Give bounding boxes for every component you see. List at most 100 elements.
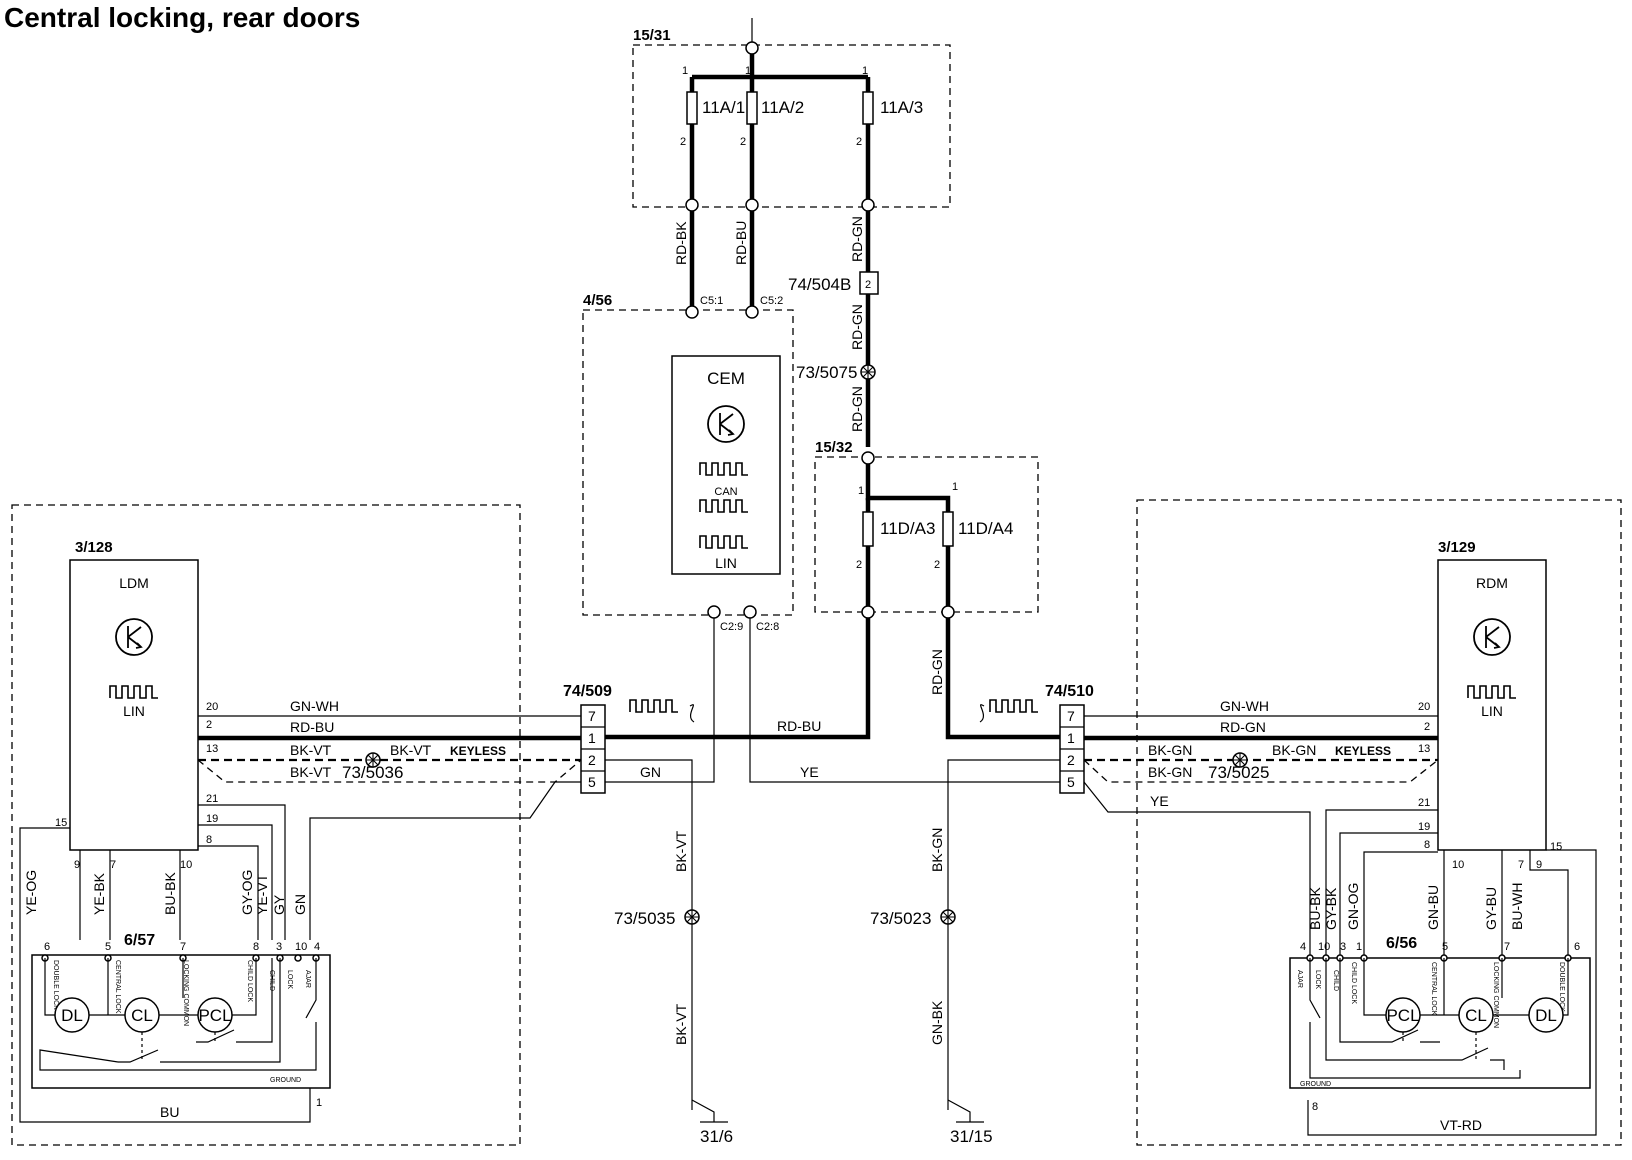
svg-text:RD-GN: RD-GN xyxy=(849,304,865,350)
svg-text:RDM: RDM xyxy=(1476,575,1508,591)
splice-73-5035: 73/5035 xyxy=(614,909,700,928)
svg-text:CENTRAL LOCK: CENTRAL LOCK xyxy=(114,960,121,1014)
svg-text:2: 2 xyxy=(1067,752,1075,768)
lin-signal-icon-right xyxy=(989,699,1039,713)
svg-text:BU-WH: BU-WH xyxy=(1509,883,1525,930)
svg-text:74/510: 74/510 xyxy=(1045,683,1094,700)
cem-transistor-icon xyxy=(707,405,745,443)
svg-text:BU-BK: BU-BK xyxy=(1307,887,1323,930)
svg-text:2: 2 xyxy=(934,559,940,571)
svg-text:YE-OG: YE-OG xyxy=(23,870,39,915)
svg-text:73/5036: 73/5036 xyxy=(342,763,403,782)
svg-text:LOCK: LOCK xyxy=(1314,970,1321,989)
svg-text:9: 9 xyxy=(1536,859,1542,871)
fuse-11a-2: 11A/2 1 2 xyxy=(740,65,804,205)
svg-text:C5:1: C5:1 xyxy=(700,295,723,307)
svg-text:CHILD LOCK: CHILD LOCK xyxy=(246,960,253,1002)
svg-text:74/504B: 74/504B xyxy=(788,275,851,294)
svg-text:3/128: 3/128 xyxy=(75,539,113,556)
svg-text:2: 2 xyxy=(865,279,871,291)
ground-31-6: 31/6 xyxy=(700,1127,733,1146)
svg-text:GN-WH: GN-WH xyxy=(1220,698,1269,714)
svg-text:21: 21 xyxy=(206,793,218,805)
svg-text:8: 8 xyxy=(253,941,259,953)
fusebox-15-31: 15/31 11A/1 1 2 11A/2 1 2 11A/3 1 2 xyxy=(632,18,951,212)
svg-text:7: 7 xyxy=(110,859,116,871)
svg-text:GY-BU: GY-BU xyxy=(1483,887,1499,930)
svg-text:LIN: LIN xyxy=(1481,703,1503,719)
svg-text:GN: GN xyxy=(292,894,308,915)
svg-text:AJAR: AJAR xyxy=(304,970,311,988)
splice-73-5023: 73/5023 xyxy=(870,909,956,928)
svg-text:LDM: LDM xyxy=(119,575,149,591)
svg-text:19: 19 xyxy=(206,813,218,825)
svg-text:BK-GN: BK-GN xyxy=(1272,742,1316,758)
svg-text:C2:9: C2:9 xyxy=(720,621,743,633)
svg-text:YE: YE xyxy=(800,764,819,780)
svg-text:15: 15 xyxy=(55,817,67,829)
svg-text:73/5075: 73/5075 xyxy=(796,363,857,382)
svg-text:4: 4 xyxy=(1300,941,1306,953)
svg-text:DL: DL xyxy=(61,1006,83,1025)
svg-text:6/56: 6/56 xyxy=(1386,935,1417,952)
svg-text:BK-VT: BK-VT xyxy=(290,764,332,780)
fusebox-15-32: 15/32 11D/A3 11D/A4 1 1 2 2 xyxy=(814,439,1039,619)
svg-text:BK-GN: BK-GN xyxy=(1148,764,1192,780)
wire-vt-rd xyxy=(1307,849,1597,1136)
svg-text:5: 5 xyxy=(588,774,596,790)
cl-motor-right: CL xyxy=(1458,997,1494,1033)
svg-text:6/57: 6/57 xyxy=(124,932,155,949)
svg-text:VT-RD: VT-RD xyxy=(1440,1117,1482,1133)
svg-text:19: 19 xyxy=(1418,821,1430,833)
wire-bk-gn-ground xyxy=(947,759,1060,1110)
connector-74-509: 74/509 7 1 2 5 xyxy=(563,683,612,794)
lin-signal-icon-left xyxy=(629,699,679,713)
svg-text:CL: CL xyxy=(131,1006,153,1025)
svg-text:LOCK: LOCK xyxy=(286,970,293,989)
svg-text:7: 7 xyxy=(1518,859,1524,871)
wire-bu-left xyxy=(19,827,311,1123)
svg-text:CENTRAL LOCK: CENTRAL LOCK xyxy=(1430,962,1437,1016)
svg-text:RD-GN: RD-GN xyxy=(849,386,865,432)
page-title: Central locking, rear doors xyxy=(4,2,361,33)
connector-74-510: 74/510 7 1 2 5 xyxy=(1045,683,1094,794)
svg-text:LOCKING COMMON: LOCKING COMMON xyxy=(182,960,189,1026)
ldm-transistor-icon xyxy=(115,618,153,656)
svg-text:5: 5 xyxy=(1067,774,1075,790)
svg-text:3: 3 xyxy=(276,941,282,953)
right-door-area xyxy=(1136,499,1622,1146)
ldm-pins: 20 2 13 21 19 8 15 9 7 10 xyxy=(55,701,218,871)
svg-text:2: 2 xyxy=(588,752,596,768)
dl-motor-left: DL xyxy=(54,997,90,1033)
svg-text:8: 8 xyxy=(1312,1101,1318,1113)
svg-text:73/5025: 73/5025 xyxy=(1208,763,1269,782)
ldm-module: 3/128 LDM LIN xyxy=(69,539,199,851)
svg-text:CAN: CAN xyxy=(714,486,737,498)
svg-text:10: 10 xyxy=(1452,859,1464,871)
lock-6-56: 6/56 4 10 3 1 5 7 6 AJAR LOCK CHILD CHIL… xyxy=(1289,935,1591,1089)
svg-text:YE: YE xyxy=(1150,793,1169,809)
svg-text:3/129: 3/129 xyxy=(1438,539,1476,556)
svg-text:11D/A3: 11D/A3 xyxy=(880,519,935,538)
svg-text:10: 10 xyxy=(1318,941,1330,953)
svg-text:AJAR: AJAR xyxy=(1296,970,1303,988)
svg-text:BK-VT: BK-VT xyxy=(673,830,689,872)
svg-text:BK-VT: BK-VT xyxy=(290,742,332,758)
svg-text:74/509: 74/509 xyxy=(563,683,612,700)
svg-text:KEYLESS: KEYLESS xyxy=(1335,744,1391,758)
svg-text:BK-GN: BK-GN xyxy=(929,828,945,872)
svg-text:1: 1 xyxy=(588,730,596,746)
svg-text:11A/2: 11A/2 xyxy=(761,98,804,117)
cem-module: 4/56 C5:1 C5:2 CEM CAN LIN C2:9 C2:8 xyxy=(582,292,794,633)
svg-text:11A/1: 11A/1 xyxy=(702,98,745,117)
svg-text:LIN: LIN xyxy=(123,703,145,719)
wire-bk-vt-ground xyxy=(605,759,693,1110)
fuse-11a-1: 11A/1 1 2 xyxy=(680,65,745,205)
svg-text:10: 10 xyxy=(180,859,192,871)
svg-text:GN: GN xyxy=(640,764,661,780)
svg-text:GN-WH: GN-WH xyxy=(290,698,339,714)
ground-31-15: 31/15 xyxy=(950,1127,993,1146)
rdm-module: 3/129 RDM LIN xyxy=(1437,539,1547,851)
svg-text:11D/A4: 11D/A4 xyxy=(958,519,1013,538)
svg-text:7: 7 xyxy=(588,708,596,724)
